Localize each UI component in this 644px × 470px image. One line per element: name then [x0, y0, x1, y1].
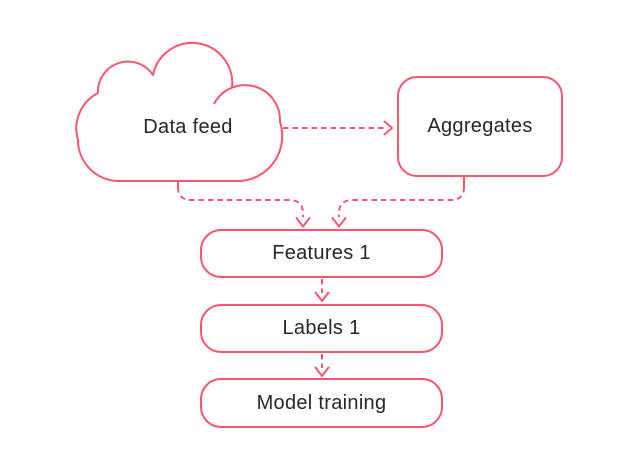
edge-datafeed-to-aggregates [283, 120, 393, 136]
cloud-icon [75, 41, 284, 182]
node-labels-1: Labels 1 [200, 304, 443, 353]
node-features-1: Features 1 [200, 229, 443, 278]
node-data-feed: Data feed [98, 116, 278, 138]
edge-line [177, 186, 304, 217]
node-model-training: Model training [200, 378, 443, 428]
arrowhead-right-icon [383, 120, 393, 136]
node-aggregates-label: Aggregates [427, 115, 533, 137]
node-features-1-label: Features 1 [272, 242, 371, 264]
edge-labels-to-model [314, 354, 330, 377]
edge-aggregates-to-features [331, 177, 465, 228]
edge-datafeed-to-features [177, 180, 311, 228]
arrowhead-down-icon [331, 217, 347, 228]
arrowhead-down-icon [314, 366, 330, 377]
node-aggregates: Aggregates [397, 76, 563, 177]
arrowhead-down-icon [295, 217, 311, 228]
node-labels-1-label: Labels 1 [282, 317, 361, 339]
arrowhead-down-icon [314, 291, 330, 302]
node-model-training-label: Model training [256, 391, 387, 414]
node-data-feed-label: Data feed [143, 115, 233, 138]
edge-features-to-labels [314, 279, 330, 302]
edge-line [338, 186, 465, 217]
